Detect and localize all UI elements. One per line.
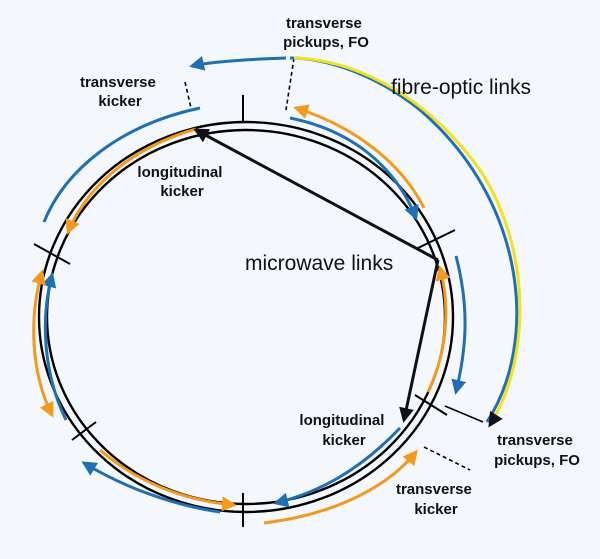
ring-tick-marks: [33, 95, 456, 527]
label-longitudinal-kicker-bottom: longitudinal kicker: [299, 412, 388, 449]
orange-arc-right: [426, 265, 451, 393]
dashed-lead-top-pickup: [285, 57, 295, 111]
microwave-arrow-lower: [399, 259, 440, 423]
fibre-link-blue-top: [189, 55, 287, 71]
blue-arc-upper-right: [289, 116, 419, 221]
label-longitudinal-kicker-top: longitudinal kicker: [137, 164, 226, 200]
label-fibre-optic-links: fibre-optic links: [391, 76, 531, 99]
blue-arc-right: [451, 255, 467, 395]
microwave-link-arrows: [193, 128, 440, 423]
ring-outer: [37, 120, 455, 514]
orange-arc-lower-left: [99, 448, 237, 512]
fibre-link-yellow: [293, 56, 522, 428]
tick-right-upper: [417, 229, 456, 249]
orange-arc-upper-right: [293, 104, 426, 209]
label-transverse-kicker-bottom: transverse kicker: [396, 481, 476, 518]
label-transverse-kicker-top: transverse kicker: [80, 74, 160, 110]
blue-arc-upper-left: [42, 106, 201, 223]
ring-inner: [45, 128, 447, 506]
blue-arc-lower-right: [273, 426, 402, 508]
label-microwave-links: microwave links: [245, 252, 393, 275]
label-transverse-pickups-bottom: transverse pickups, FO: [494, 432, 580, 469]
connector-bottom-pickup: [444, 405, 484, 423]
orange-arc-upper-left: [65, 127, 197, 235]
orange-arc-left: [31, 269, 54, 418]
tick-right-lower: [414, 394, 448, 416]
microwave-arrow-upper: [193, 128, 439, 262]
tick-left-lower: [71, 421, 97, 441]
tick-left-upper: [33, 243, 71, 265]
dashed-leads: [184, 57, 471, 471]
dashed-lead-top-kicker: [184, 81, 192, 109]
storage-ring: [37, 120, 455, 514]
orange-arc-lower-right: [263, 449, 418, 525]
orange-beam-arcs: [31, 104, 451, 525]
blue-arc-lower-left: [81, 461, 221, 514]
label-transverse-pickups-top: transverse pickups, FO: [283, 15, 369, 51]
dashed-lead-bottom-kicker: [423, 446, 471, 471]
